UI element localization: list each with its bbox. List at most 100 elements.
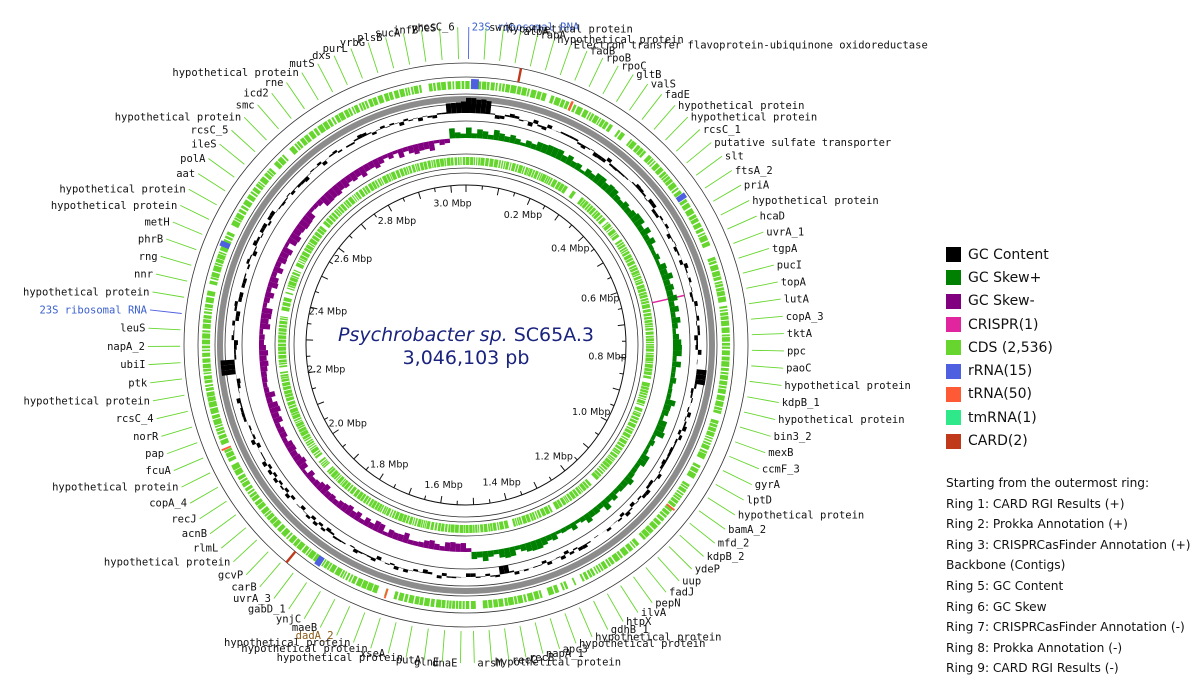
cds-block-plus (451, 600, 456, 609)
cds-block-minus (639, 294, 648, 300)
gc-skew-plus-bar (630, 213, 642, 224)
gene-label: rcsC_1 (703, 124, 741, 136)
scale-tick (310, 306, 318, 310)
gc-content-bar (252, 434, 257, 440)
cds-block-minus (293, 416, 302, 422)
cds-block-minus (517, 164, 524, 174)
gene-label: atpA (524, 26, 550, 38)
cds-block-plus (299, 137, 309, 147)
gene-label: glnE (414, 657, 439, 669)
cds-block-plus (504, 597, 509, 607)
gene-label: 23S ribosomal RNA (472, 22, 580, 34)
gene-label-leader (676, 129, 701, 152)
cds-block-minus (285, 291, 294, 296)
cds-block-minus (644, 319, 653, 324)
gc-skew-minus-bar (323, 191, 335, 203)
gc-skew-plus-bar (559, 154, 568, 164)
cds-block-plus (720, 367, 729, 372)
gc-skew-plus-bar (669, 377, 677, 384)
gc-skew-plus-bar (587, 172, 596, 181)
cds-block-minus (612, 448, 620, 455)
cds-block-minus (353, 488, 361, 498)
cds-block-plus (498, 598, 504, 607)
scale-tick (582, 442, 589, 449)
gc-content-bar (256, 442, 262, 449)
gene-label-leader (317, 63, 334, 93)
gc-content-bar (316, 161, 322, 167)
cds-block-plus (710, 418, 719, 425)
gc-content-bar (278, 204, 283, 210)
cds-block-plus (535, 90, 542, 100)
cds-block-plus (238, 208, 247, 216)
legend-swatch (946, 363, 961, 379)
gc-content-bar (560, 131, 566, 136)
cds-block-minus (457, 157, 460, 166)
cds-block-plus (410, 86, 415, 95)
legend-item-trna: tRNA(50) (946, 383, 1196, 406)
gene-label: maeB (292, 622, 317, 634)
cds-block-plus (240, 205, 249, 212)
gene-label: hypothetical protein (557, 34, 683, 46)
gc-content-bar (321, 160, 328, 166)
cds-block-plus (509, 84, 517, 94)
scale-tick (408, 487, 412, 495)
gc-content-bar (345, 543, 350, 546)
cds-block-minus (639, 388, 649, 394)
gc-skew-plus-bar (659, 268, 668, 276)
ring-line: Backbone (Contigs) (946, 558, 1066, 573)
gene-label: uvrA_1 (766, 227, 804, 239)
scale-label: 2.0 Mbp (329, 419, 367, 430)
trna-marker (221, 445, 232, 452)
cds-block-minus (314, 231, 323, 239)
gene-label: ppc (787, 345, 806, 357)
cds-block-minus (279, 365, 288, 368)
cds-block-minus (640, 297, 649, 302)
cds-block-minus (341, 479, 349, 488)
gc-content-bar (594, 534, 599, 539)
gc-content-bar (234, 305, 238, 312)
gene-label-leader (657, 556, 680, 582)
cds-block-plus (205, 383, 214, 388)
cds-block-plus (644, 525, 654, 534)
cds-block-plus (202, 333, 211, 339)
cds-block-minus (557, 183, 565, 192)
cds-block-plus (517, 594, 524, 604)
cds-block-minus (556, 499, 563, 508)
gc-content-bar (246, 264, 251, 270)
organism-title: Psychrobacter sp.SC65A.3 (338, 324, 594, 346)
gc-skew-plus-bar (661, 272, 674, 282)
cds-block-plus (697, 232, 706, 238)
cds-block-plus (268, 167, 277, 176)
gene-label: hypothetical protein (172, 67, 298, 79)
cds-block-plus (591, 114, 600, 125)
cds-block-minus (533, 170, 539, 180)
cds-block-plus (709, 422, 718, 428)
scale-label: 0.4 Mbp (551, 244, 589, 255)
gene-label-leader (161, 426, 193, 437)
cds-block-plus (619, 546, 629, 557)
cds-block-plus (204, 303, 214, 309)
cds-block-plus (661, 507, 670, 516)
gc-content-bar (241, 412, 246, 418)
cds-block-minus (559, 497, 567, 506)
cds-block-minus (518, 516, 523, 525)
cds-block-plus (600, 560, 609, 570)
cds-block-minus (343, 201, 350, 209)
gc-skew-minus-bar (259, 334, 265, 340)
cds-block-minus (391, 510, 397, 519)
gene-label-leader (578, 607, 593, 638)
gc-skew-minus-bar (353, 511, 363, 522)
gene-label-leader (641, 94, 663, 120)
gc-skew-minus-bar (279, 251, 290, 260)
cds-block-plus (513, 596, 518, 605)
gc-content-bar (546, 560, 553, 566)
scale-tick (434, 188, 436, 193)
cds-block-minus (279, 317, 288, 321)
gc-content-bar (366, 131, 372, 136)
gc-content-bar (380, 560, 386, 563)
gc-skew-plus-bar (555, 148, 565, 161)
cds-block-minus (280, 376, 289, 380)
gc-content-bar (260, 233, 264, 239)
gc-content-bar (249, 254, 253, 260)
gc-content-bar (408, 119, 414, 122)
